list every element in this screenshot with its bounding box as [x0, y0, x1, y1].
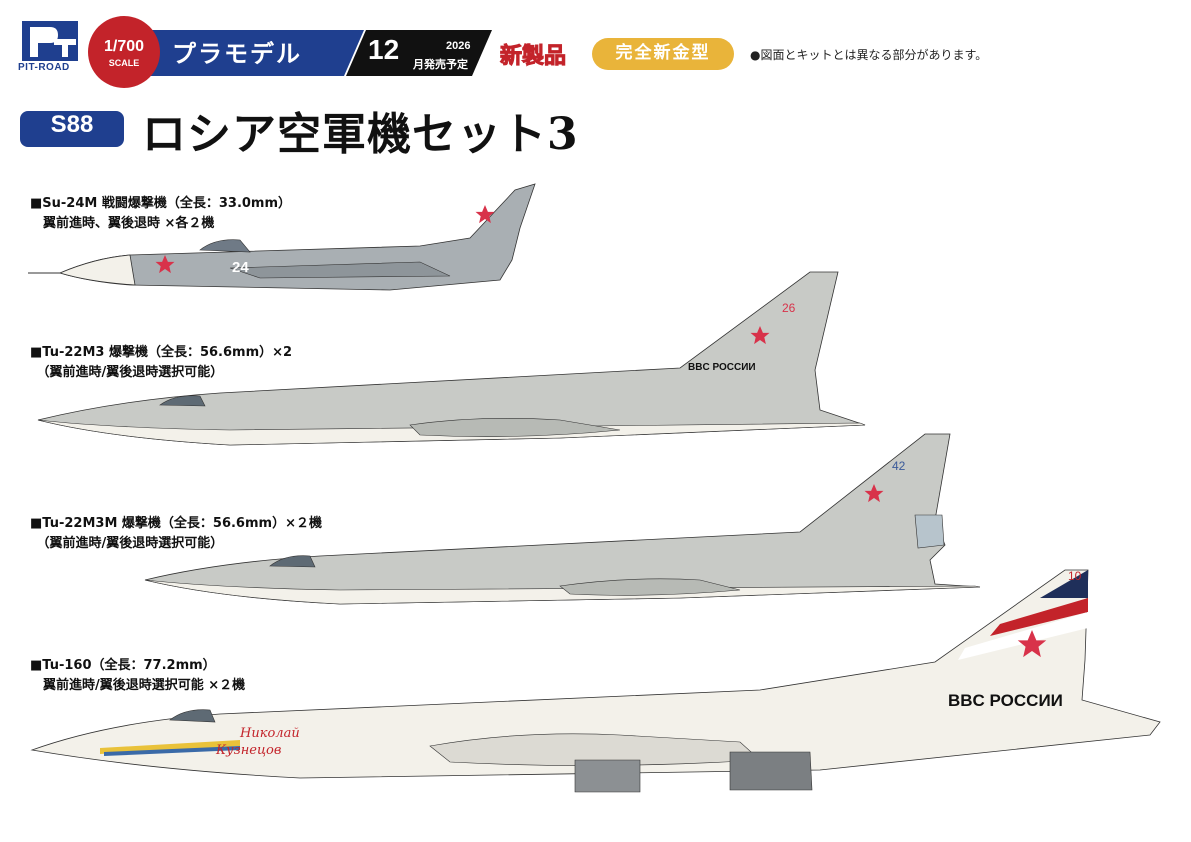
caption-line: ■Tu-22M3M 爆撃機（全長：56.6mm）×２機 [30, 516, 322, 531]
caption-line: （翼前進時/翼後退時選択可能） [30, 536, 224, 551]
new-mold-label: 完全新金型 [615, 43, 711, 63]
tu160-name-line2: Кузнецов [215, 743, 281, 758]
scale-badge: 1/700 SCALE [88, 16, 160, 88]
release-month: 12 [368, 34, 400, 65]
tu160-number: 10 [1068, 569, 1082, 583]
new-mold-badge: 完全新金型 [592, 38, 734, 70]
product-title: ロシア空軍機セット3 [142, 109, 579, 160]
caption-line: 翼前進時、翼後退時 ×各２機 [30, 216, 215, 231]
tu22m3-illustration: 26 BBC РОССИИ [37, 271, 866, 446]
caption-tu160: ■Tu-160（全長：77.2mm） 翼前進時/翼後退時選択可能 ×２機 [30, 656, 245, 696]
tu22m3m-illustration: 42 [144, 433, 981, 605]
tu22m3-air-force-text: BBC РОССИИ [688, 362, 756, 373]
caption-line: （翼前進時/翼後退時選択可能） [30, 365, 224, 380]
caption-line: 翼前進時/翼後退時選択可能 ×２機 [30, 678, 246, 693]
scale-label: SCALE [108, 58, 140, 68]
su24m-number: 24 [232, 259, 249, 276]
new-product-label: 新製品 [499, 44, 567, 70]
brand-name: PIT-ROAD [18, 62, 70, 73]
caption-tu22m3m: ■Tu-22M3M 爆撃機（全長：56.6mm）×２機 （翼前進時/翼後退時選択… [30, 514, 322, 554]
release-suffix: 月発売予定 [413, 58, 468, 71]
caption-line: ■Tu-22M3 爆撃機（全長：56.6mm）×2 [30, 345, 293, 360]
header-banner [150, 30, 492, 76]
tu22m3-number: 26 [782, 301, 796, 315]
caption-tu22m3: ■Tu-22M3 爆撃機（全長：56.6mm）×2 （翼前進時/翼後退時選択可能… [30, 343, 292, 383]
caption-line: ■Tu-160（全長：77.2mm） [30, 658, 216, 673]
tu160-name-line1: Николай [239, 726, 300, 741]
disclaimer-note: ●図面とキットとは異なる部分があります。 [750, 48, 988, 62]
tu22m3m-number: 42 [892, 459, 906, 473]
caption-su24m: ■Su-24M 戦闘爆撃機（全長：33.0mm） 翼前進時、翼後退時 ×各２機 [30, 194, 291, 234]
caption-line: ■Su-24M 戦闘爆撃機（全長：33.0mm） [30, 196, 292, 211]
product-code: S88 [20, 111, 124, 147]
release-year: 2026 [446, 40, 471, 52]
tu160-illustration: 10 BBC РОССИИ Николай Кузнецов [30, 569, 1161, 793]
pit-road-logo-icon [22, 21, 78, 61]
tu160-air-force-text: BBC РОССИИ [948, 691, 1063, 710]
category-label: プラモデル [172, 40, 302, 68]
su24m-illustration: 24 [28, 183, 536, 291]
scale-value: 1/700 [103, 38, 145, 55]
